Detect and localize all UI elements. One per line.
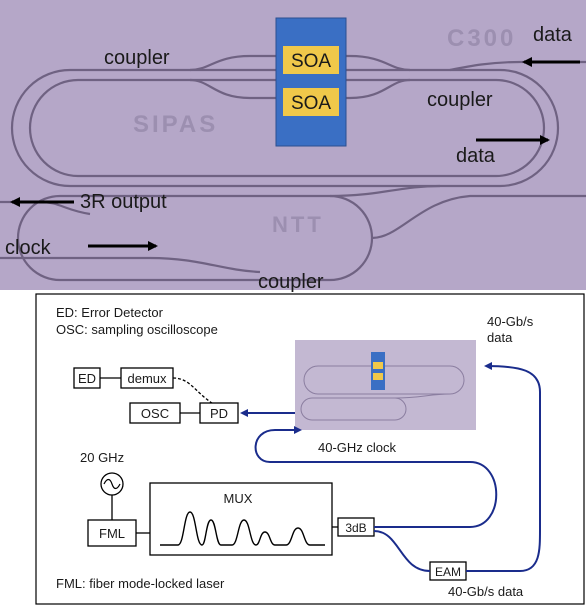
coupler-label-right: coupler	[427, 89, 493, 111]
waveguide-data-out-bus	[371, 194, 586, 240]
fiber-clock-path	[254, 426, 498, 528]
eam-box-label: EAM	[435, 565, 461, 579]
chip-marking-c300: C300	[447, 25, 516, 52]
fiber-data-path	[466, 362, 541, 572]
waveguide-clock-in	[0, 256, 261, 274]
clock-label: clock	[5, 237, 52, 259]
waveguide-upper-loop-inner	[28, 78, 546, 178]
waveguide-upper-loop-outer	[10, 68, 560, 188]
coupler-label-bottom: coupler	[258, 271, 324, 293]
setup-boxes: ED demux OSC PD FML MUX 3dB EAM	[73, 367, 467, 581]
data-out-label: data	[456, 145, 496, 167]
sine-wave-icon	[103, 478, 121, 490]
chip-inset-waveguides	[300, 365, 465, 421]
chip-marking-ntt: NTT	[272, 212, 324, 237]
chip-inset	[295, 340, 476, 430]
data-top-label-line1: 40-Gb/s	[487, 314, 534, 329]
data-in-label: data	[533, 24, 573, 46]
data-top-label-line2: data	[487, 330, 513, 345]
legend-ed: ED: Error Detector	[56, 305, 164, 320]
waveguide-data-in	[449, 60, 586, 72]
chip-inset-substrate	[295, 340, 476, 430]
legend-osc: OSC: sampling oscilloscope	[56, 322, 218, 337]
chip-inset-soa-stripe-bottom	[373, 373, 383, 380]
demux-pd-link	[172, 377, 213, 404]
chip-photo: SIPAS NTT C300 SOA SO	[0, 0, 586, 293]
chip-inset-soa-stripe-top	[373, 362, 383, 369]
chip-inset-soa	[371, 352, 385, 390]
electrical-links	[100, 377, 338, 534]
pd-box-label: PD	[210, 406, 228, 421]
osc-box-label: OSC	[141, 406, 169, 421]
coupler-3db-label: 3dB	[345, 521, 366, 535]
fiber-3db-to-eam	[373, 530, 431, 572]
waveguide-lower-loop	[16, 194, 374, 282]
coupler-label-left: coupler	[104, 47, 170, 69]
setup-diagram: ED: Error Detector OSC: sampling oscillo…	[35, 293, 585, 605]
ed-box-label: ED	[78, 371, 96, 386]
rf-20ghz-label: 20 GHz	[80, 450, 124, 465]
fiber-paths	[240, 362, 541, 572]
soa-block	[275, 17, 347, 147]
fml-box-label: FML	[99, 526, 125, 541]
soa-stripe-bottom	[283, 88, 339, 116]
waveguide-link	[329, 184, 441, 198]
data-bottom-label: 40-Gb/s data	[448, 584, 524, 599]
chip-marking-sipas: SIPAS	[133, 111, 218, 138]
demux-box-label: demux	[127, 371, 167, 386]
output-3r-label: 3R output	[80, 191, 167, 213]
soa-stripe-top	[283, 46, 339, 74]
mux-box-label: MUX	[224, 491, 253, 506]
pulse-train-icon	[160, 511, 325, 546]
soa-label-top: SOA	[291, 51, 331, 72]
fml-box	[87, 519, 137, 547]
legend-fml: FML: fiber mode-locked laser	[56, 576, 225, 591]
soa-label-bottom: SOA	[291, 93, 331, 114]
clock-40ghz-label: 40-GHz clock	[318, 440, 397, 455]
